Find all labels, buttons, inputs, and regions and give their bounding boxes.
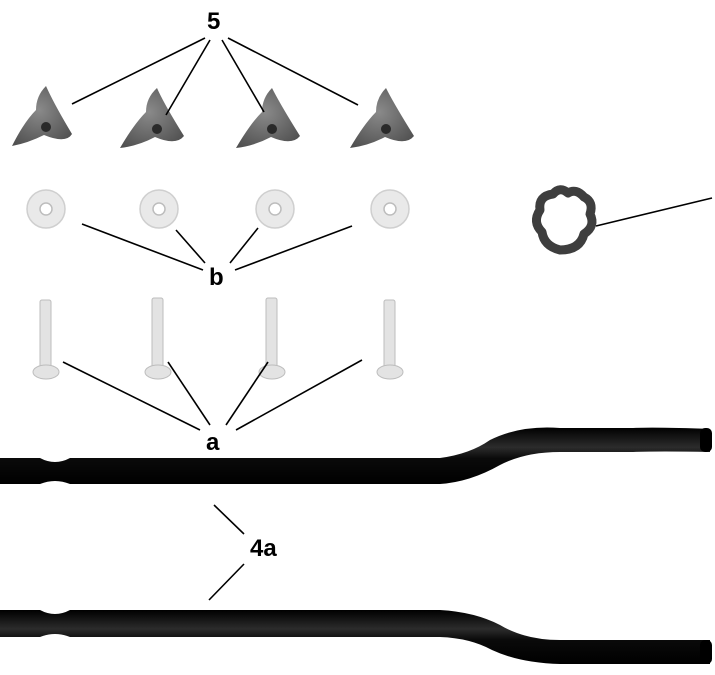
knob-1 [12,86,72,146]
leader-lines [62,37,713,601]
washer-1 [26,189,66,229]
knob-2 [120,88,184,148]
washer-4 [370,189,410,229]
bolt-1 [32,299,60,380]
handle-bar-upper [0,427,712,484]
bolt-3 [258,297,286,380]
callout-bolts: a [206,429,220,456]
knob-4 [350,88,414,148]
callout-knobs: 5 [207,8,221,35]
callout-washers: b [209,264,224,291]
callout-handle-bars: 4a [250,535,277,562]
bolt-2 [144,297,172,380]
handle-bar-lower [0,610,712,664]
bolt-4 [376,299,404,380]
knob-3 [236,88,300,148]
washer-3 [255,189,295,229]
washer-2 [139,189,179,229]
cable-clip [532,185,597,255]
